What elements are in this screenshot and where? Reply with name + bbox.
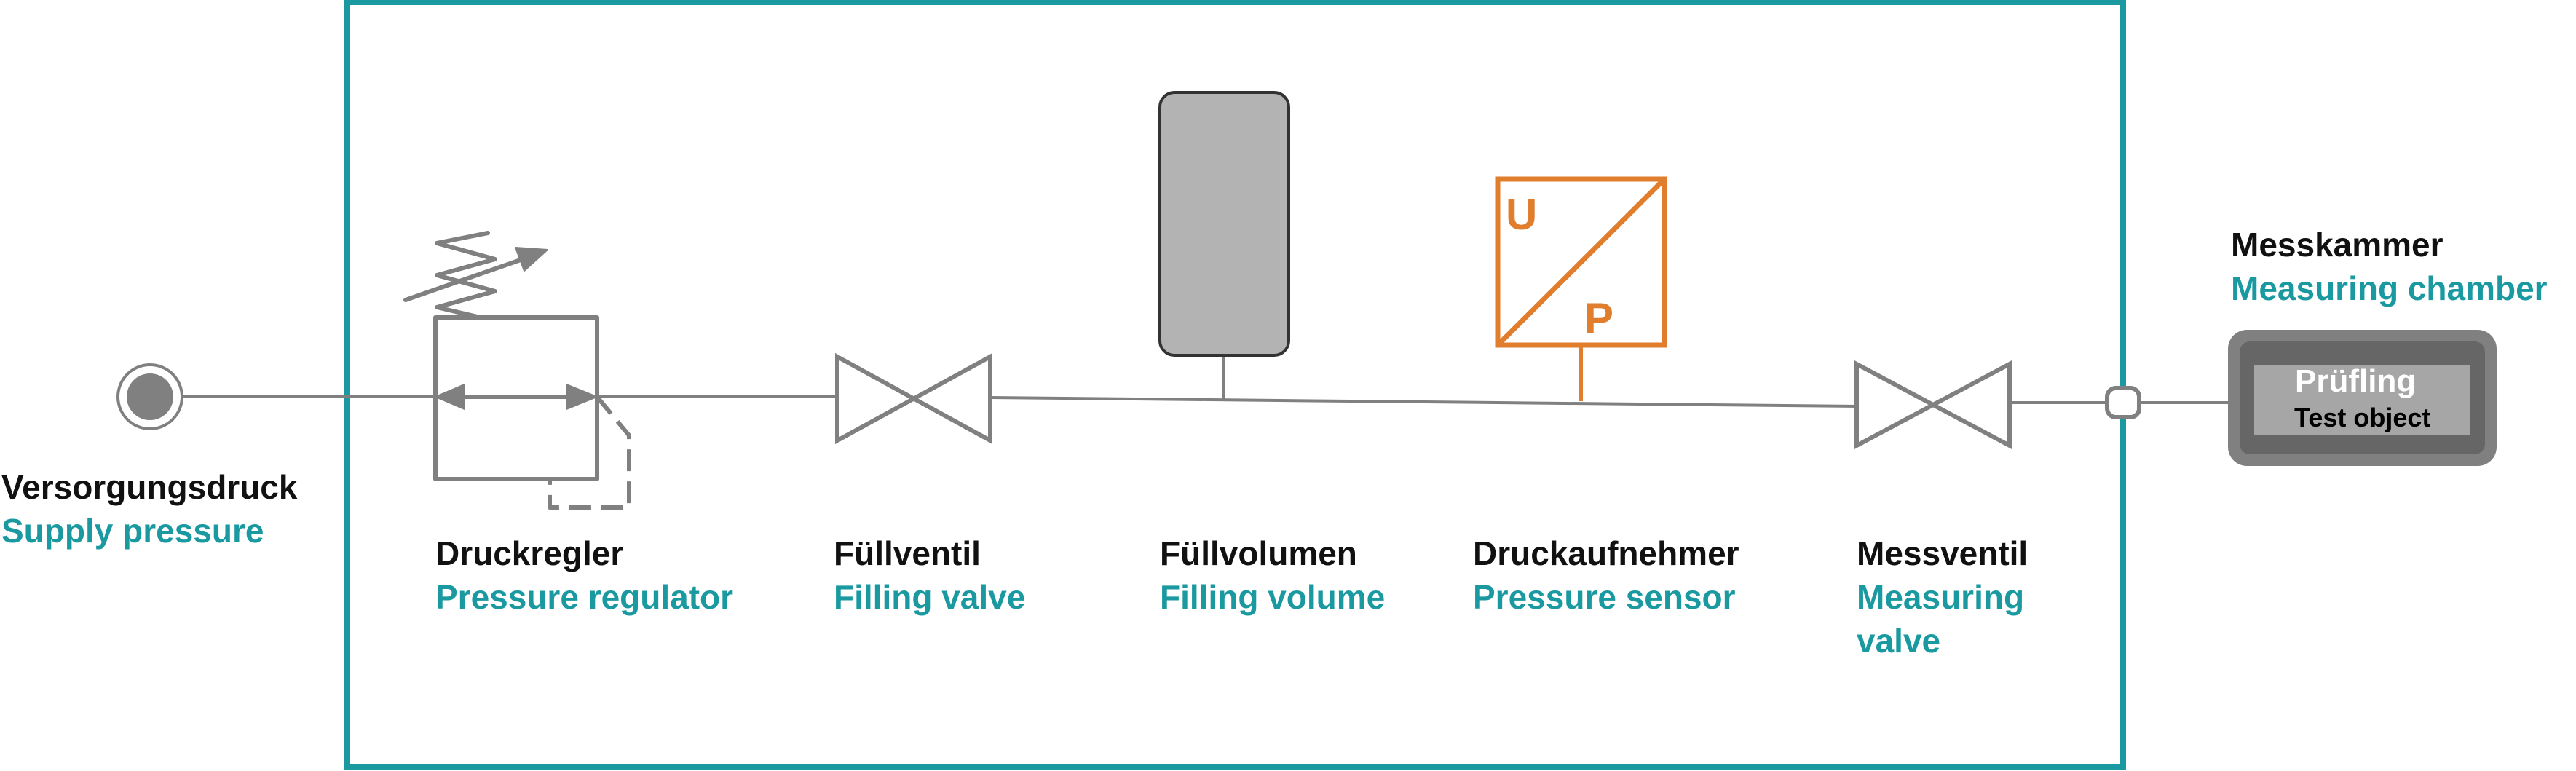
sensor-symbol-u: U — [1506, 190, 1537, 239]
filling-valve-icon — [835, 352, 992, 445]
measuring-chamber-label: Messkammer Measuring chamber — [2231, 223, 2548, 310]
measuring-valve-label-en: Measuring valve — [1857, 578, 2025, 660]
regulator-label-de: Druckregler — [435, 534, 624, 572]
filling-valve-label-en: Filling valve — [834, 578, 1026, 616]
pressure-sensor-label-de: Druckaufnehmer — [1473, 534, 1739, 572]
test-object-label-de: Prüfling — [2295, 363, 2416, 399]
filling-valve-label: Füllventil Filling valve — [834, 531, 1025, 619]
measuring-valve-label: Messventil Measuring valve — [1857, 531, 2075, 663]
filling-valve-label-de: Füllventil — [834, 534, 981, 572]
supply-label-de: Versorgungsdruck — [1, 468, 298, 506]
filling-volume-label-de: Füllvolumen — [1160, 534, 1357, 572]
instrument-frame — [344, 0, 2126, 770]
pressure-sensor-label: Druckaufnehmer Pressure sensor — [1473, 531, 1739, 619]
supply-port-icon — [116, 363, 183, 430]
pressure-sensor-label-en: Pressure sensor — [1473, 578, 1736, 616]
regulator-label: Druckregler Pressure regulator — [435, 531, 733, 619]
sensor-symbol-p: P — [1584, 294, 1613, 343]
regulator-label-en: Pressure regulator — [435, 578, 734, 616]
measuring-valve-label-de: Messventil — [1857, 534, 2028, 572]
test-object-label-en: Test object — [2294, 403, 2430, 432]
supply-label: Versorgungsdruck Supply pressure — [1, 465, 297, 553]
supply-label-en: Supply pressure — [1, 512, 264, 550]
filling-volume-label: Füllvolumen Filling volume — [1160, 531, 1385, 619]
measuring-chamber-label-en: Measuring chamber — [2231, 269, 2548, 307]
test-chamber-icon: Prüfling Test object — [2228, 330, 2497, 466]
pressure-sensor-icon: U P — [1495, 176, 1667, 401]
pressure-regulator-icon — [403, 231, 631, 510]
tank-icon — [1158, 91, 1290, 400]
filling-volume-label-en: Filling volume — [1160, 578, 1386, 616]
measuring-valve-icon — [1854, 360, 2012, 449]
connector-icon — [2105, 386, 2141, 419]
measuring-chamber-label-de: Messkammer — [2231, 226, 2443, 264]
